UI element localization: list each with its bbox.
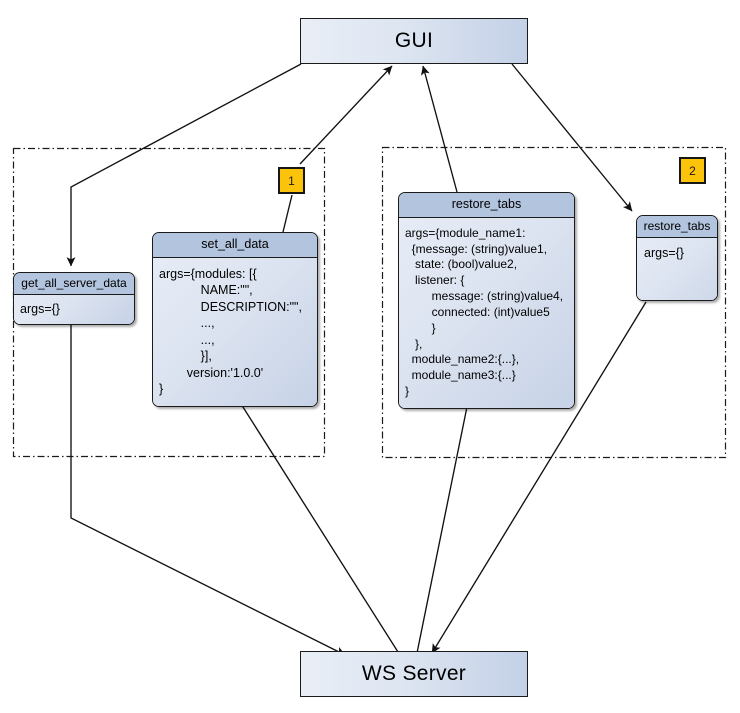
edge-gui-to-get-all-server-data xyxy=(66,63,302,267)
node-restore-tabs-call[interactable]: restore_tabs args={} xyxy=(636,215,718,301)
node-gui[interactable]: GUI xyxy=(300,18,528,64)
node-ws-server[interactable]: WS Server xyxy=(300,651,528,697)
edge-get-all-server-data-to-ws-server xyxy=(70,324,346,656)
node-restore-tabs-detail-body: args={module_name1: {message: (string)va… xyxy=(399,217,574,408)
step-marker-1-label: 1 xyxy=(288,173,295,188)
step-marker-2-label: 2 xyxy=(689,163,696,178)
node-get-all-server-data[interactable]: get_all_server_data args={} xyxy=(13,272,135,325)
node-ws-server-label: WS Server xyxy=(361,662,467,685)
edge-set-all-data-to-marker-1 xyxy=(282,194,293,233)
group-region-2 xyxy=(381,146,727,459)
node-restore-tabs-detail-title: restore_tabs xyxy=(399,193,574,218)
node-set-all-data-body: args={modules: [{ NAME:"", DESCRIPTION:"… xyxy=(153,257,317,406)
node-get-all-server-data-title: get_all_server_data xyxy=(14,273,134,296)
node-set-all-data[interactable]: set_all_data args={modules: [{ NAME:"", … xyxy=(152,232,318,407)
edge-ws-server-to-set-all-data xyxy=(235,395,399,653)
node-restore-tabs-call-body: args={} xyxy=(637,238,717,300)
node-restore-tabs-call-title: restore_tabs xyxy=(637,216,717,239)
step-marker-2[interactable]: 2 xyxy=(679,157,706,184)
edge-marker-1-to-gui xyxy=(299,65,393,165)
node-gui-label: GUI xyxy=(394,29,434,52)
edge-ws-server-to-restore-tabs-detail xyxy=(416,391,473,654)
edge-restore-tabs-call-to-ws-server xyxy=(431,301,647,654)
step-marker-1[interactable]: 1 xyxy=(278,167,305,194)
node-restore-tabs-detail[interactable]: restore_tabs args={module_name1: {messag… xyxy=(398,192,575,409)
node-get-all-server-data-body: args={} xyxy=(14,295,134,324)
edge-restore-tabs-detail-to-gui xyxy=(420,65,458,193)
edge-gui-to-restore-tabs-call xyxy=(511,63,633,212)
node-set-all-data-title: set_all_data xyxy=(153,233,317,258)
